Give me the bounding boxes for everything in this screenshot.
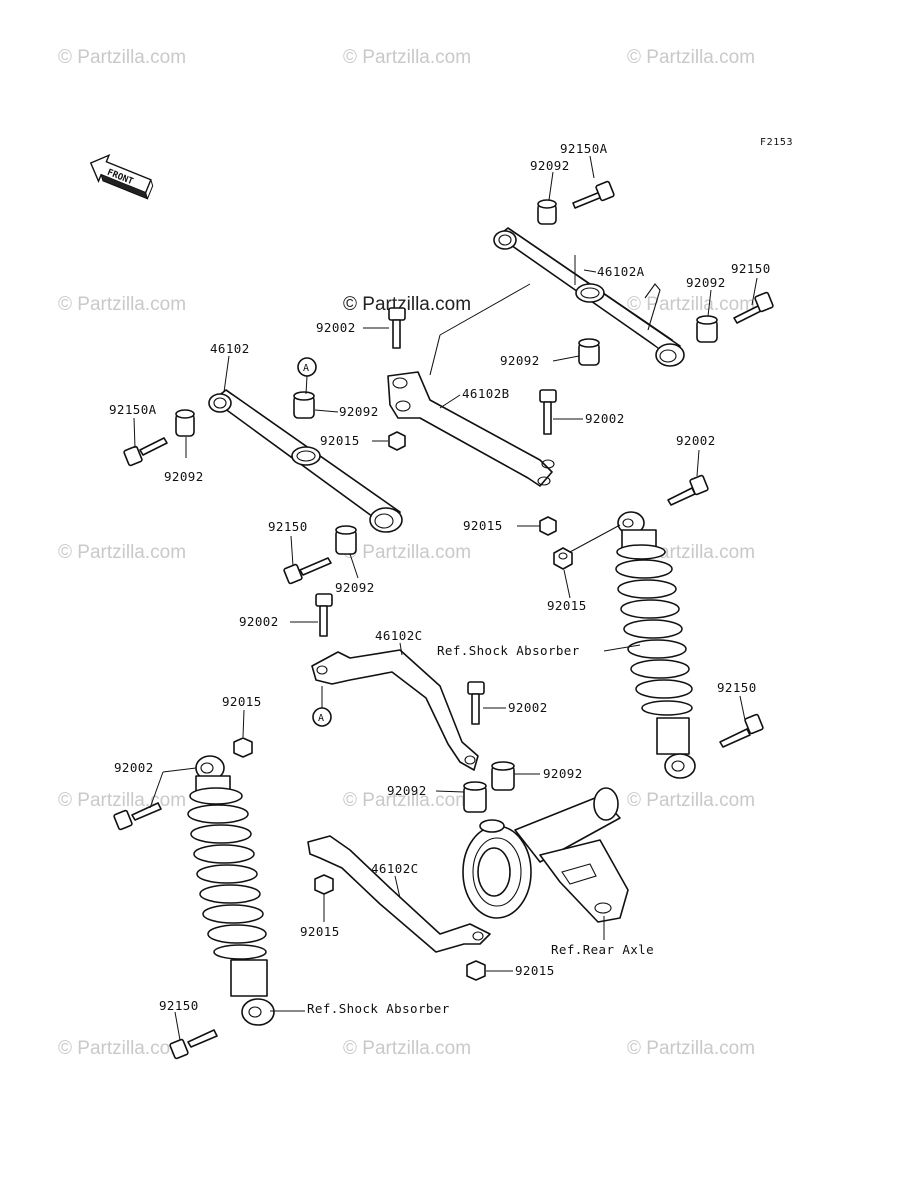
label-92015: 92015 [320,433,360,448]
spring-right [615,544,693,716]
label-46102: 46102 [210,341,250,356]
watermark: © Partzilla.com [58,1038,186,1059]
shock-absorber-right [615,511,696,779]
watermark: © Partzilla.com [58,294,186,315]
bolt-92150-shockL [169,1029,218,1060]
bushing-92092-axleL [463,781,487,813]
label-92015: 92015 [515,963,555,978]
label-92015: 92015 [300,924,340,939]
watermark: © Partzilla.com [343,790,471,811]
label-92002: 92002 [676,433,716,448]
upper-arm-46102A [493,227,685,367]
label-ref-shock-absorber: Ref.Shock Absorber [307,1001,450,1016]
watermark: © Partzilla.com [58,790,186,811]
bushing-92092-axleR [491,761,515,791]
nut-92015-low [314,874,334,895]
label-46102C: 46102C [371,861,419,876]
label-92092: 92092 [686,275,726,290]
rear-axle [462,787,629,923]
callout-marker-A-bottom: A [312,686,332,727]
bushing-92092-left [175,409,195,437]
bolt-92150A-top [572,180,615,209]
shock-absorber-left [187,755,275,1026]
bolt-92150-right [733,291,774,324]
part-labels: 92150A 92092 46102A 92092 92150 92002 92… [109,141,771,1016]
label-92015: 92015 [222,694,262,709]
svg-text:A: A [303,363,309,374]
label-92092: 92092 [339,404,379,419]
nut-92015-shockL [233,737,253,758]
bolt-92150-shockR [719,713,764,748]
bolt-92002-rod [315,593,333,637]
watermark: © Partzilla.com [627,790,755,811]
label-92002: 92002 [114,760,154,775]
nut-92015-B [539,516,557,536]
rod-46102C-lower [307,835,491,953]
bushing-92092-mid [578,338,600,366]
label-92092: 92092 [530,158,570,173]
leader-lines [133,155,758,1041]
bolt-92002-low [467,681,485,725]
spring-left [187,787,267,960]
label-46102B: 46102B [462,386,510,401]
watermark: © Partzilla.com [343,1038,471,1059]
label-92092: 92092 [387,783,427,798]
bushing-92092-top [537,199,557,225]
front-arrow-icon: FRONT [89,153,154,200]
callout-marker-A-top: A [297,357,317,395]
label-92015: 92015 [547,598,587,613]
label-92015: 92015 [463,518,503,533]
label-92150: 92150 [268,519,308,534]
bolt-92002-top [388,307,406,349]
label-92150A: 92150A [560,141,608,156]
label-46102C: 46102C [375,628,423,643]
watermark: © Partzilla.com [343,47,471,68]
label-92002: 92002 [239,614,279,629]
label-92092: 92092 [335,580,375,595]
nut-92015-bottom [466,960,486,981]
label-92002: 92002 [316,320,356,335]
bolt-92150-mid [283,557,332,585]
watermark: © Partzilla.com [343,542,471,563]
upper-arm-46102 [208,389,403,533]
label-92150: 92150 [731,261,771,276]
watermark-grid: © Partzilla.com © Partzilla.com © Partzi… [58,47,755,1059]
watermark: © Partzilla.com [58,542,186,563]
arm-46102B [387,371,555,487]
label-92092: 92092 [543,766,583,781]
watermark: © Partzilla.com [627,47,755,68]
svg-text:A: A [318,713,324,724]
watermark: © Partzilla.com [627,294,755,315]
nut-92015-shockR [553,547,573,570]
center-watermark: © Partzilla.com [343,294,471,315]
bolt-92002-shockL [113,802,162,831]
label-ref-shock-absorber: Ref.Shock Absorber [437,643,580,658]
label-92092: 92092 [164,469,204,484]
figure-code: F2153 [760,137,793,148]
label-92002: 92002 [508,700,548,715]
label-92092: 92092 [500,353,540,368]
nut-92015-A [388,431,406,451]
bushing-92092-mid2 [335,525,357,555]
bushing-92092-A [293,391,315,419]
watermark: © Partzilla.com [58,47,186,68]
label-92002: 92002 [585,411,625,426]
bolt-92002-shockR [667,474,709,506]
label-92150A: 92150A [109,402,157,417]
label-92150: 92150 [159,998,199,1013]
bolt-92150A-left [123,437,168,467]
watermark: © Partzilla.com [627,1038,755,1059]
rod-46102C-upper [311,649,479,771]
bolt-92002-B [539,389,557,435]
label-46102A: 46102A [597,264,645,279]
bushing-92092-right [696,315,718,343]
label-ref-rear-axle: Ref.Rear Axle [551,942,654,957]
label-92150: 92150 [717,680,757,695]
